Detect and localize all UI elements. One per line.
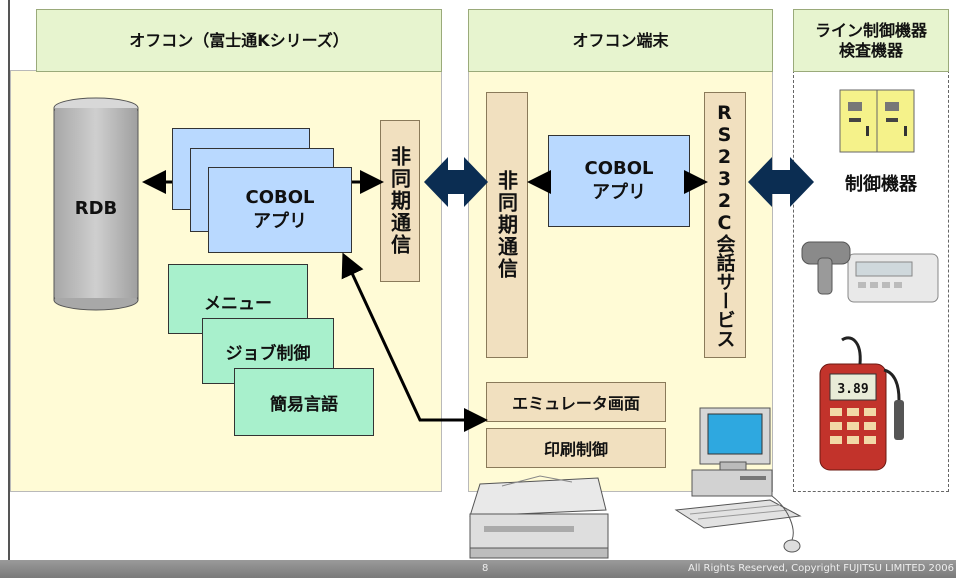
terminal-header: オフコン端末 [468,9,773,72]
job-control-box: ジョブ制御 [202,318,334,384]
terminal-cobol-label-2: アプリ [592,182,646,203]
print-control-label: 印刷制御 [543,440,608,459]
simple-language-label: 簡易言語 [270,394,338,415]
rs232c-service: RS232C会話サービス [704,92,746,358]
emulator-label: エミュレータ画面 [512,394,640,413]
office-cobol-label-2: アプリ [253,211,307,232]
print-control-box: 印刷制御 [486,428,666,468]
simple-language-box: 簡易言語 [234,368,374,436]
office-cobol-label-1: COBOL [245,186,315,208]
terminal-cobol-app: COBOL アプリ [548,135,690,227]
terminal-async-label: 非同期通信 [494,170,519,280]
office-computer-header: オフコン（富士通Kシリーズ） [36,9,442,72]
terminal-title: オフコン端末 [572,30,669,50]
line-control-panel [793,70,949,492]
line-control-title-1: ライン制御機器 [814,21,927,41]
office-async-comm: 非同期通信 [380,120,420,282]
job-control-label: ジョブ制御 [225,344,311,364]
office-cobol-app: COBOL アプリ [208,167,352,253]
footer-bar: 8 All Rights Reserved, Copyright FUJITSU… [0,560,956,578]
copyright-text: All Rights Reserved, Copyright FUJITSU L… [687,563,954,574]
line-control-header: ライン制御機器 検査機器 [793,9,949,72]
terminal-async-comm: 非同期通信 [486,92,528,358]
menu-label: メニュー [204,294,272,314]
control-device-label: 制御機器 [845,174,917,195]
rdb-label: RDB [74,198,118,219]
left-frame-line [0,0,10,560]
terminal-cobol-label-1: COBOL [584,157,654,179]
emulator-screen-box: エミュレータ画面 [486,382,666,422]
page-number: 8 [482,563,489,574]
office-computer-title: オフコン（富士通Kシリーズ） [129,30,349,50]
line-control-title-2: 検査機器 [838,40,903,60]
office-async-label: 非同期通信 [387,146,412,256]
rs232c-label: RS232C会話サービス [713,102,736,348]
